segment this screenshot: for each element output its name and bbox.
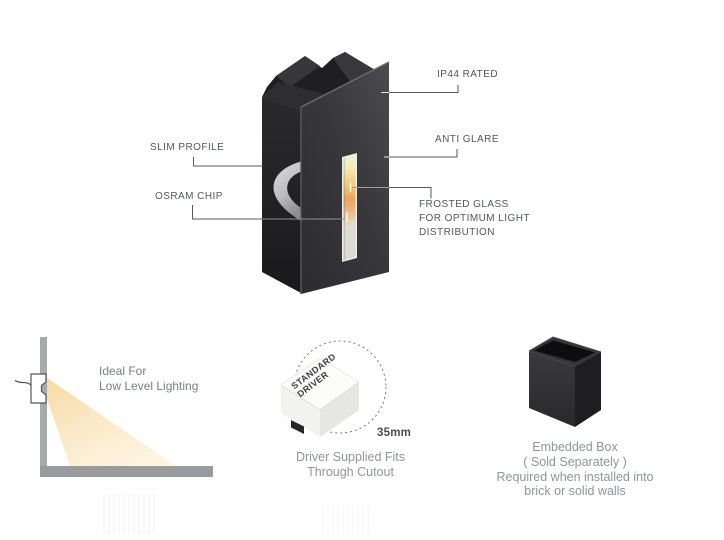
wall-installation-diagram <box>14 337 213 477</box>
callout-osram-chip: OSRAM CHIP <box>155 191 223 202</box>
driver-floor-reflection <box>322 505 372 535</box>
light-beam <box>47 378 176 466</box>
ebox-left-face <box>529 351 575 427</box>
floor <box>40 466 213 477</box>
ebox-rim-highlight <box>528 336 602 353</box>
anti-glare-line <box>389 149 458 158</box>
ebox-right-face <box>575 352 601 427</box>
dashed-cutout-circle <box>293 340 387 434</box>
callout-anti-glare: ANTI GLARE <box>435 134 499 145</box>
slim-profile-line <box>193 157 263 167</box>
power-wire <box>14 379 32 386</box>
ip44-line <box>389 85 459 93</box>
driver-caption: Driver Supplied Fits Through Cutout <box>295 450 406 479</box>
callout-slim-profile: SLIM PROFILE <box>150 142 225 153</box>
glass-inner-shadow <box>343 158 346 261</box>
osram-chip-line <box>192 205 262 220</box>
callout-frosted-glass: FROSTED GLASS FOR OPTIMUM LIGHT DISTRIBU… <box>419 199 530 238</box>
spring-clip <box>273 161 303 222</box>
beam-floor-reflection <box>103 494 155 534</box>
callout-ip44: IP44 RATED <box>437 69 498 80</box>
low-level-caption: Ideal For Low Level Lighting <box>99 364 199 393</box>
ebox-opening <box>534 340 595 362</box>
driver-box-illustration <box>280 340 387 437</box>
mini-fixture <box>30 373 47 404</box>
frosted-glass-line <box>389 187 432 199</box>
rear-box-tab-left-top <box>276 56 320 87</box>
plate-top-edge <box>300 61 390 108</box>
driver-right-face <box>320 382 359 437</box>
driver-dimension: 35mm <box>377 427 412 439</box>
driver-edge <box>280 381 360 411</box>
driver-connector <box>291 420 304 434</box>
driver-left-face <box>281 385 320 437</box>
recessed-light-product <box>262 52 390 294</box>
glass-lower-reveal <box>343 218 356 261</box>
embedded-box-illustration <box>528 336 602 427</box>
callout-lines <box>192 85 459 222</box>
embedded-box-caption: Embedded Box ( Sold Separately ) Require… <box>496 440 654 499</box>
